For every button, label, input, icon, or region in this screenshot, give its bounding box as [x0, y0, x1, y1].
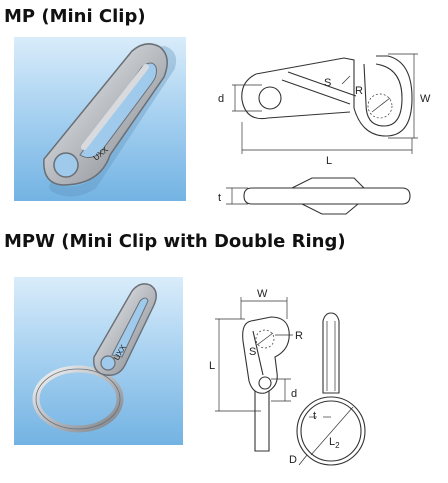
- mp-dim-t: t: [218, 192, 221, 204]
- mp-side-view-drawing: t: [218, 177, 411, 215]
- mp-side-body: [243, 187, 411, 205]
- mp-body-outline: [255, 55, 413, 137]
- mp-dim-r: R: [355, 85, 363, 97]
- mpw-dim-r: R: [295, 330, 303, 342]
- mpw-clip-outline: [242, 316, 290, 394]
- mpw-ring: [296, 396, 366, 466]
- mp-title: MP (Mini Clip): [4, 6, 146, 27]
- mp-dim-w: W: [420, 93, 431, 105]
- mpw-dim-w: W: [257, 288, 268, 300]
- mpw-photo: UXX: [14, 277, 183, 445]
- mpw-clip-image: UXX: [32, 283, 157, 433]
- mpw-title: MPW (Mini Clip with Double Ring): [4, 231, 346, 252]
- mpw-dim-t: t: [313, 410, 316, 422]
- mpw-dim-dd: D: [289, 454, 297, 466]
- mp-photo: UXX: [14, 37, 186, 201]
- mpw-drawing: W R S L d t L2 D: [209, 288, 366, 466]
- mp-dim-d: d: [218, 93, 224, 105]
- mpw-dim-l2: L2: [329, 436, 340, 450]
- mp-top-view-drawing: d S R W L: [218, 53, 431, 167]
- mp-dim-s: S: [324, 77, 331, 89]
- mpw-dim-d: d: [291, 388, 297, 400]
- mp-dim-l: L: [326, 155, 332, 167]
- mp-hole: [258, 86, 282, 110]
- mpw-dim-s: S: [249, 346, 256, 358]
- mpw-dim-l: L: [209, 360, 215, 372]
- mpw-side-clip: [322, 312, 340, 394]
- mp-clip-image: UXX: [43, 43, 177, 197]
